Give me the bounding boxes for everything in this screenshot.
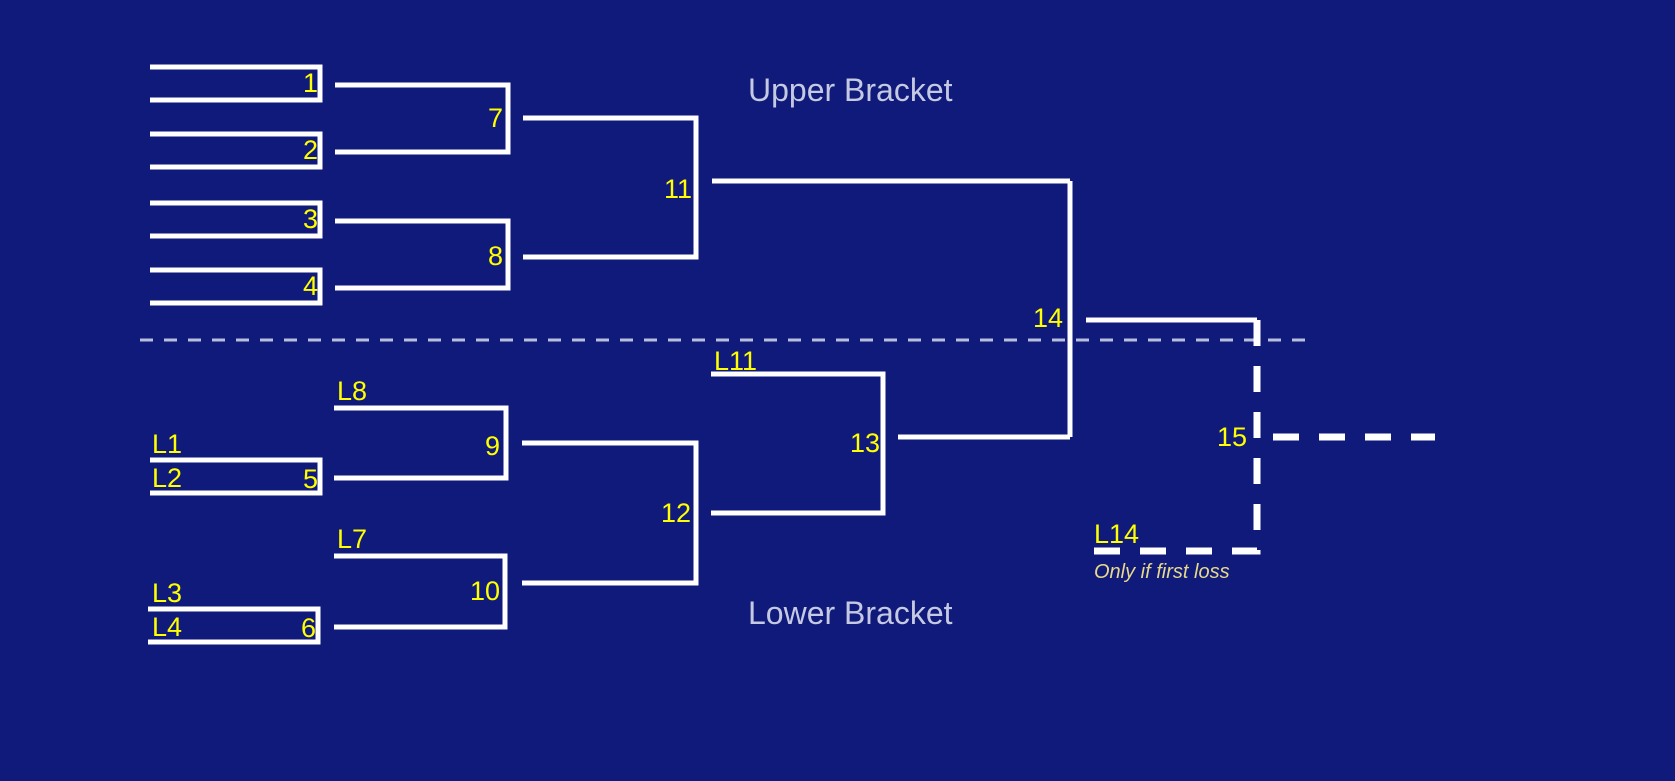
match-number-11: 11 [663,174,692,204]
upper-round1-match-1-bracket [150,64,323,103]
match-number-9: 9 [484,431,500,461]
match-number-1: 1 [302,68,318,98]
slot-label-l2: L2 [152,463,183,493]
lower-round2-match-9-bracket [334,405,509,481]
match-number-5: 5 [302,464,318,494]
slot-label-l1: L1 [152,429,183,459]
slot-label-l3: L3 [152,578,183,608]
upper-round1-match-4-bracket [150,267,323,306]
slot-label-l14: L14 [1094,519,1140,549]
upper-bracket-title: Upper Bracket [748,72,953,108]
match-number-3: 3 [302,204,318,234]
upper-round1-match-3-bracket [150,200,323,239]
lower-round2-match-10-bracket [334,553,508,630]
upper-round1-match-2-bracket [150,131,323,170]
match-number-14: 14 [1032,303,1063,333]
slot-label-l4: L4 [152,612,183,642]
slot-label-l8: L8 [337,376,368,406]
lower-bracket-title: Lower Bracket [748,595,953,631]
lower-round3-match-12-bracket [522,440,699,586]
upper-round2-match-7-bracket [335,82,511,155]
first-loss-note: Only if first loss [1094,561,1230,583]
lower-round4-match-13-bracket [711,371,886,516]
match-number-10: 10 [469,576,500,606]
match-number-15: 15 [1216,422,1247,452]
slot-label-l11: L11 [714,346,758,376]
upper-round3-match-11-bracket [523,115,699,260]
lower-round1-match-6-bracket [148,606,321,645]
match-number-6: 6 [300,613,316,643]
bracket-reset-match-15-bracket [1090,320,1261,555]
match-number-12: 12 [660,498,691,528]
match-number-2: 2 [302,135,318,165]
slot-label-l7: L7 [337,524,368,554]
match-number-4: 4 [302,271,318,301]
upper-round2-match-8-bracket [335,218,511,291]
lower-round1-match-5-bracket [150,457,323,496]
match-number-13: 13 [849,428,880,458]
match-number-7: 7 [487,103,503,133]
match-number-8: 8 [487,241,503,271]
